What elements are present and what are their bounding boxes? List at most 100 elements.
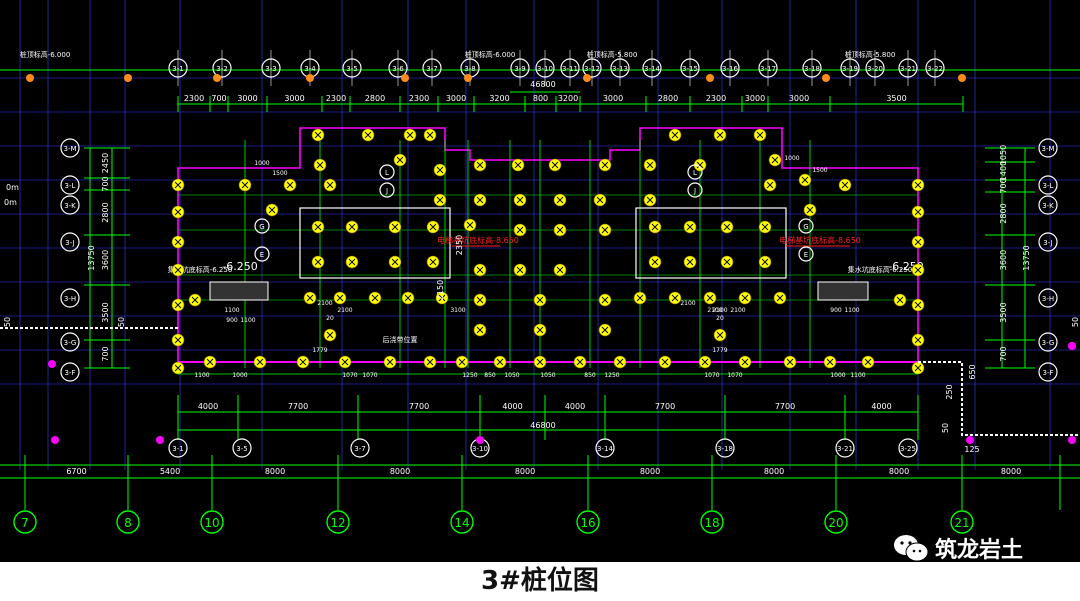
bottom-small-dim: 850: [484, 372, 496, 379]
bottom-dim-label: 4000: [565, 402, 585, 411]
pile-cross: [476, 161, 484, 169]
axis-bubble-top-label: 3-16: [722, 65, 738, 73]
pile-cross: [914, 266, 922, 274]
pit-right: [635, 207, 787, 279]
pile-cross: [914, 238, 922, 246]
axis-dim-label: 8000: [515, 467, 535, 476]
pile-cross: [174, 364, 182, 372]
pile-cross: [596, 196, 604, 204]
bottom-small-dim: 1070: [727, 372, 742, 379]
grid-letter-right-label: E: [804, 251, 808, 259]
pile-cross: [826, 358, 834, 366]
control-point: [124, 74, 132, 82]
bottom-small-dim: 850: [584, 372, 596, 379]
pile-cross: [723, 223, 731, 231]
axis-dim-label: 8000: [265, 467, 285, 476]
pile-cross: [914, 181, 922, 189]
pile-cross: [404, 294, 412, 302]
axis-dim-label: 8000: [640, 467, 660, 476]
reference-dot: [48, 360, 56, 368]
axis-bubble-top: [898, 58, 918, 78]
pile-cross: [601, 226, 609, 234]
pile-cross: [396, 156, 404, 164]
pile-cross: [174, 336, 182, 344]
pile-cross: [174, 238, 182, 246]
right-dim-label: 700: [999, 178, 1008, 193]
pile-cross: [386, 358, 394, 366]
pile-cross: [671, 294, 679, 302]
axis-bubble-main: [326, 510, 350, 534]
right-dim-label: 3500: [999, 302, 1008, 322]
top-mark: 桩顶标高-6.000: [465, 50, 516, 59]
pile-cross: [651, 258, 659, 266]
axis-bubble-left-label: 3-K: [64, 202, 76, 210]
top-dim-label: 3200: [489, 94, 509, 103]
figure-caption: 3#桩位图: [481, 566, 599, 596]
axis-bubble-main: [13, 510, 37, 534]
pile-cross: [786, 358, 794, 366]
axis-bubble-top: [802, 58, 822, 78]
axis-bubble-main: [116, 510, 140, 534]
pile-cross: [896, 296, 904, 304]
axis-bubble-top-label: 3-15: [682, 65, 698, 73]
pile-cross: [864, 358, 872, 366]
axis-bubble-left: [60, 175, 80, 195]
axis-bubble-bottom-label: 3-1: [172, 445, 183, 453]
axis-bubble-top: [261, 58, 281, 78]
left-total-label: 13750: [87, 245, 96, 270]
top-dim-label: 3000: [237, 94, 257, 103]
pile-cross: [536, 358, 544, 366]
elev-left: -6.250: [222, 260, 257, 273]
axis-bubble-right: [1038, 332, 1058, 352]
axis-dim-label: 5400: [160, 467, 180, 476]
grid-letter-left-label: G: [259, 223, 264, 231]
bottom-small-dim: 1050: [504, 372, 519, 379]
axis-bubble-right-label: 3-J: [1043, 239, 1052, 247]
axis-bubble-top-label: 3-1: [172, 65, 183, 73]
top-dim-label: 3500: [886, 94, 906, 103]
axis-bubble-left: [60, 362, 80, 382]
pile-cross: [616, 358, 624, 366]
axis-bubble-bottom-label: 3-18: [717, 445, 733, 453]
pile-cross: [326, 181, 334, 189]
axis-bubble-right-label: 3-H: [1042, 295, 1054, 303]
grid-letter-right-label: L: [693, 169, 697, 177]
pile-cross: [371, 294, 379, 302]
axis-bubble-top: [642, 58, 662, 78]
pile-cross: [716, 131, 724, 139]
axis-bubble-left: [60, 195, 80, 215]
control-point: [306, 74, 314, 82]
bottom-small-dim: 1070: [342, 372, 357, 379]
misc-dim: 1100: [224, 307, 239, 314]
axis-bubble-bottom-label: 3-25: [900, 445, 916, 453]
left-edge-label: 0m: [4, 198, 17, 207]
bottom-dim-label: 7700: [775, 402, 795, 411]
axis-bubble-top: [388, 58, 408, 78]
pile-cross: [516, 196, 524, 204]
sump-label-left: 集水坑底标高-6.250: [168, 265, 233, 274]
axis-bubble-top-label: 3-4: [304, 65, 316, 73]
control-point: [26, 74, 34, 82]
pile-cross: [286, 181, 294, 189]
grid-letter-right: [798, 218, 814, 234]
pile-cross: [601, 161, 609, 169]
axis-bubble-top-label: 3-2: [216, 65, 227, 73]
axis-bubble-bottom: [715, 438, 735, 458]
axis-bubble-top: [758, 58, 778, 78]
axis-bubble-bottom: [232, 438, 252, 458]
pile-cross: [556, 266, 564, 274]
pile-cross: [686, 223, 694, 231]
left-dim-label: 2450: [101, 153, 110, 173]
axis-bubble-bottom-label: 3-21: [837, 445, 853, 453]
axis-bubble-top-label: 3-7: [426, 65, 437, 73]
axis-bubble-top: [680, 58, 700, 78]
bottom-small-dim: 1100: [194, 372, 209, 379]
pile-cross: [306, 294, 314, 302]
pile-cross: [761, 223, 769, 231]
axis-bubble-left-label: 3-L: [65, 182, 76, 190]
reference-dot: [476, 436, 484, 444]
pile-cross: [771, 156, 779, 164]
building-outline: [177, 127, 919, 363]
control-point: [822, 74, 830, 82]
